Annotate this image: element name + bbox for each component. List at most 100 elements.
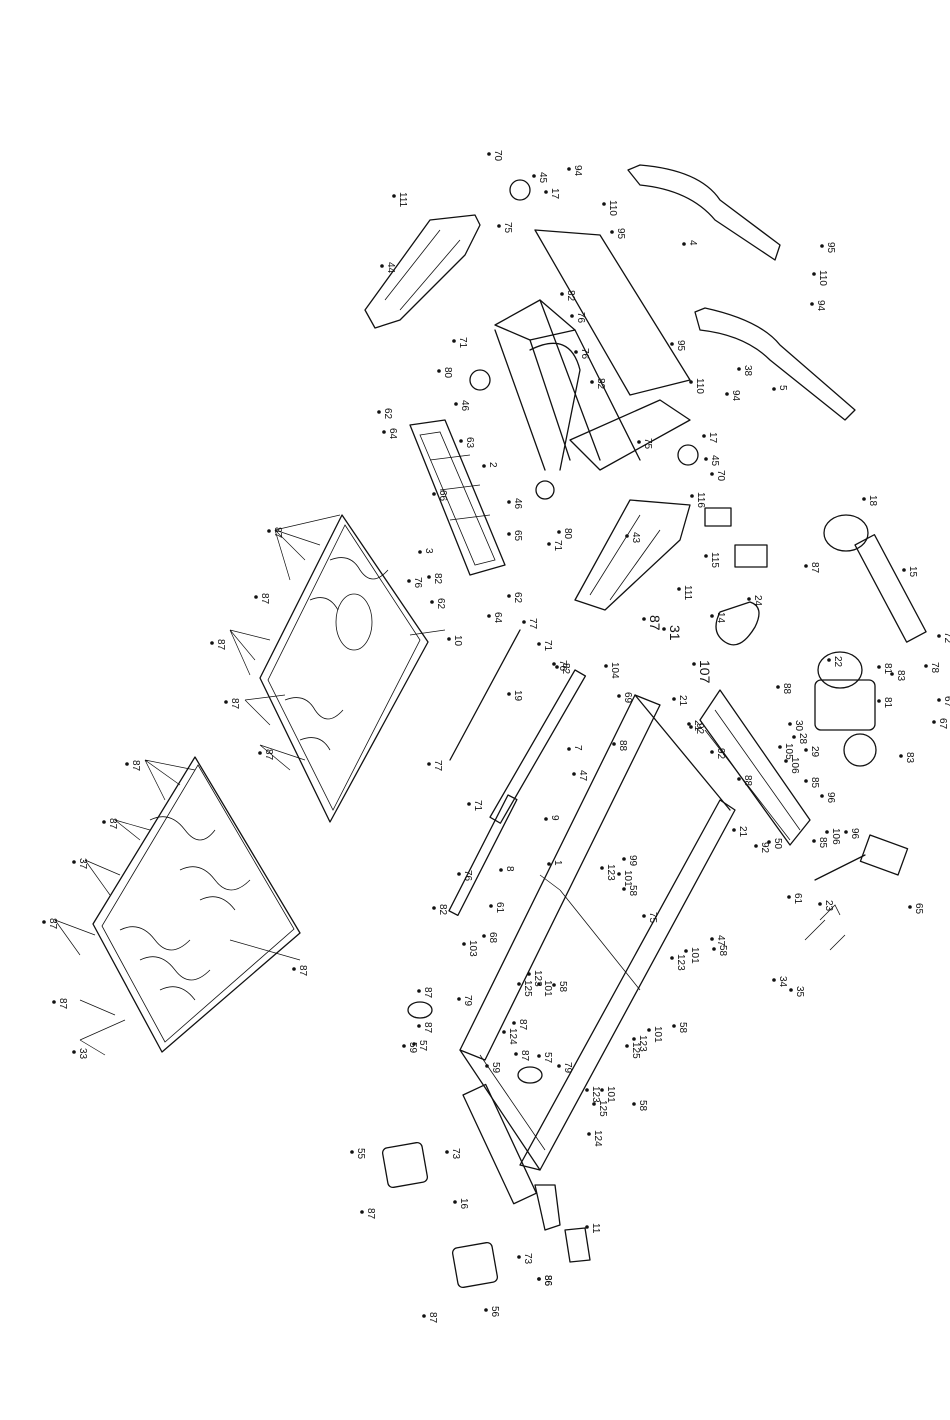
part-callout: 87 [297, 965, 308, 977]
callout-dot [392, 194, 396, 198]
callout-dot [544, 817, 548, 821]
callout-dot [377, 410, 381, 414]
callout-dot [557, 530, 561, 534]
callout-dot [555, 665, 559, 669]
callout-dot [877, 665, 881, 669]
callout-dot [937, 698, 941, 702]
console-bracket-44 [364, 214, 481, 329]
callout-dot [737, 777, 741, 781]
part-callout: 81 [882, 697, 893, 709]
callout-dot [437, 369, 441, 373]
part-callout: 64 [492, 612, 503, 624]
callout-dot [689, 725, 693, 729]
callout-dot [585, 1225, 589, 1229]
callout-dot [825, 830, 829, 834]
motor-roller-15 [823, 514, 927, 643]
part-callout: 82 [565, 290, 576, 302]
callout-dot [292, 967, 296, 971]
callout-dot [547, 862, 551, 866]
part-callout: 86 [542, 1275, 553, 1287]
callout-dot [772, 387, 776, 391]
callout-dot [497, 224, 501, 228]
handrail-5 [694, 307, 856, 421]
part-callout: 35 [794, 986, 805, 998]
part-callout: 14 [715, 612, 726, 624]
part-callout: 87 [229, 698, 240, 710]
part-callout: 101 [605, 1086, 616, 1103]
part-callout: 123 [637, 1035, 648, 1052]
callout-dot [412, 1042, 416, 1046]
callout-dot [670, 342, 674, 346]
callout-dot [572, 772, 576, 776]
callout-dot [507, 500, 511, 504]
part-callout: 79 [562, 1062, 573, 1074]
deck-plate-37 [92, 756, 301, 1053]
callout-dot [662, 627, 666, 631]
part-callout: 73 [450, 1148, 461, 1160]
part-callout: 16 [458, 1198, 469, 1210]
callout-dot [784, 759, 788, 763]
part-callout: 47 [715, 935, 726, 947]
callout-dot [457, 872, 461, 876]
part-callout: 31 [667, 625, 683, 641]
part-callout: 87 [272, 527, 283, 539]
handrail-4 [627, 164, 781, 261]
callout-dot [547, 542, 551, 546]
part-callout: 87 [422, 1022, 433, 1034]
part-callout: 66 [437, 490, 448, 502]
callout-dot [804, 748, 808, 752]
callout-dot [642, 914, 646, 918]
callout-dot [499, 868, 503, 872]
callout-dot [710, 750, 714, 754]
callout-dot [812, 839, 816, 843]
callout-dot [427, 575, 431, 579]
callout-dot [482, 464, 486, 468]
callout-dot [890, 672, 894, 676]
callout-dot [820, 794, 824, 798]
callout-dot [862, 497, 866, 501]
callout-dot [778, 745, 782, 749]
part-callout: 70 [492, 150, 503, 162]
part-callout: 87 [427, 1312, 438, 1324]
callout-dot [827, 658, 831, 662]
callout-dot [560, 292, 564, 296]
callout-dot [612, 742, 616, 746]
part-callout: 123 [675, 954, 686, 971]
callout-dot [432, 492, 436, 496]
part-callout: 80 [562, 528, 573, 540]
part-callout: 92 [759, 842, 770, 854]
callout-dot [544, 190, 548, 194]
callout-dot [637, 440, 641, 444]
bracket-43 [574, 499, 691, 611]
callout-dot [422, 1314, 426, 1318]
part-callout: 83 [895, 670, 906, 682]
part-callout: 124 [507, 1028, 518, 1045]
part-callout: 15 [907, 566, 918, 578]
part-callout: 71 [552, 540, 563, 552]
part-callout: 18 [867, 495, 878, 507]
callout-dot [512, 1021, 516, 1025]
callout-dot [402, 1044, 406, 1048]
part-callout: 92 [715, 748, 726, 760]
callout-dot [600, 866, 604, 870]
part-callout: 95 [675, 340, 686, 352]
part-callout: 17 [707, 432, 718, 444]
part-callout: 58 [557, 981, 568, 993]
callout-dot [787, 895, 791, 899]
callout-dot [818, 902, 822, 906]
part-callout: 110 [817, 270, 828, 286]
part-callout: 107 [697, 660, 713, 684]
callout-dot [672, 1024, 676, 1028]
callout-dot [585, 1088, 589, 1092]
callout-dot [592, 1102, 596, 1106]
callout-dot [632, 1102, 636, 1106]
part-callout: 105 [783, 743, 794, 760]
callout-dot [804, 564, 808, 568]
part-callout: 123 [605, 864, 616, 881]
part-callout: 94 [730, 390, 741, 402]
part-callout: 68 [487, 932, 498, 944]
part-callout: 87 [422, 987, 433, 999]
part-callout: 101 [689, 947, 700, 964]
callout-dot [452, 339, 456, 343]
